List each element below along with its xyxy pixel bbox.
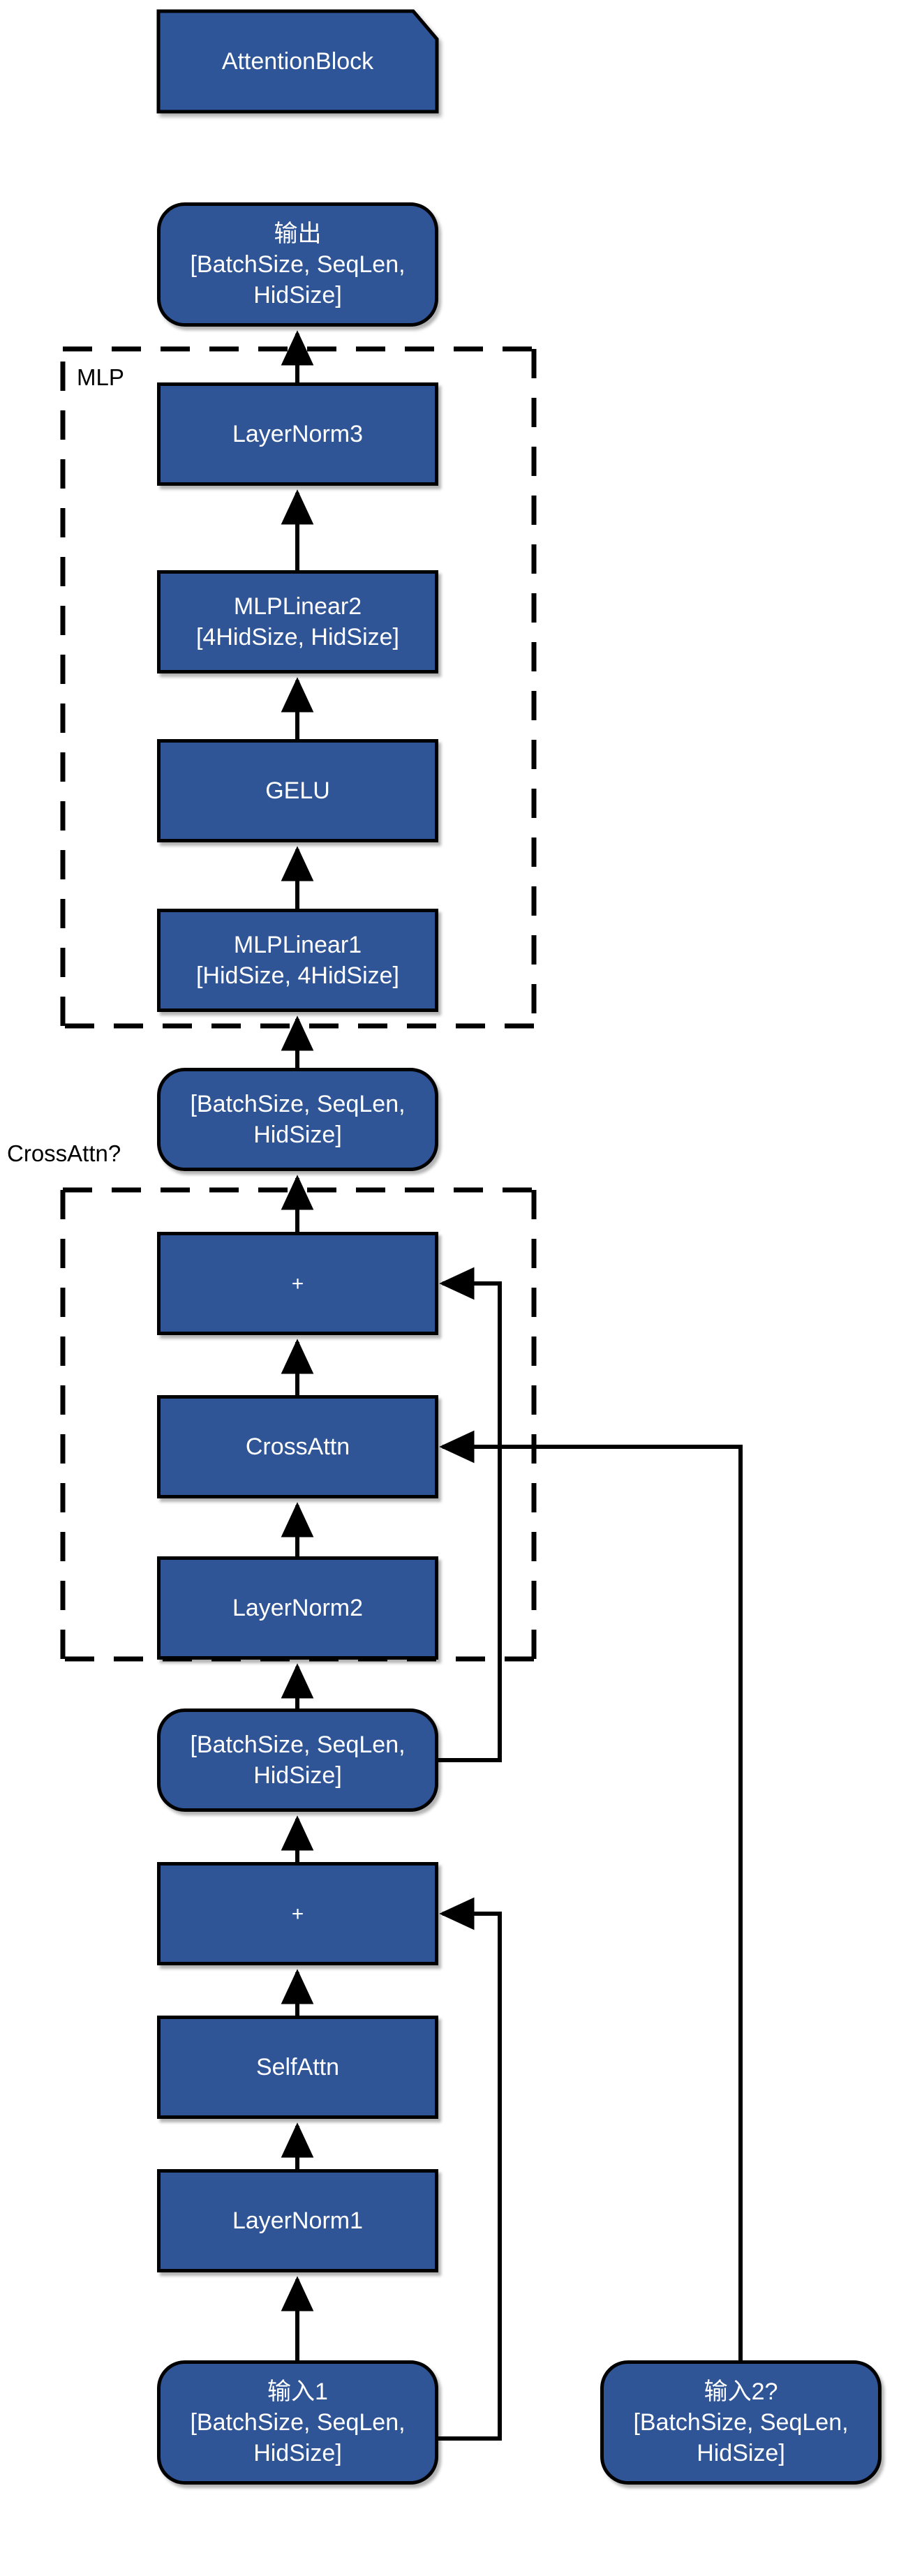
attention-block-shape (156, 9, 439, 114)
node-mid-shape-1[interactable]: [BatchSize, SeqLen, HidSize] (157, 1068, 438, 1171)
node-output-label: 输出 [BatchSize, SeqLen, HidSize] (190, 220, 406, 309)
node-add-self[interactable]: + (157, 1862, 438, 1965)
node-gelu-label: GELU (265, 777, 330, 804)
node-input2[interactable]: 输入2? [BatchSize, SeqLen, HidSize] (600, 2360, 882, 2485)
node-selfattn[interactable]: SelfAttn (157, 2016, 438, 2119)
node-input1[interactable]: 输入1 [BatchSize, SeqLen, HidSize] (157, 2360, 438, 2485)
csdn-watermark: CSDN @绝不原创的飞龙 (726, 2545, 922, 2566)
node-mid-shape-2-label: [BatchSize, SeqLen, HidSize] (190, 1731, 406, 1789)
node-mid-shape-1-label: [BatchSize, SeqLen, HidSize] (190, 1090, 406, 1148)
node-layernorm1-label: LayerNorm1 (232, 2207, 364, 2234)
node-mlplinear1[interactable]: MLPLinear1 [HidSize, 4HidSize] (157, 909, 438, 1012)
node-attention-block[interactable]: AttentionBlock (157, 10, 438, 113)
edge-input1-residual-to-addself (438, 1897, 502, 2441)
group-label-mlp: MLP (77, 364, 124, 390)
node-add-cross-label: + (291, 1272, 304, 1295)
node-attention-block-label: AttentionBlock (221, 47, 374, 75)
node-mlplinear1-label: MLPLinear1 [HidSize, 4HidSize] (195, 931, 399, 989)
node-mid-shape-2[interactable]: [BatchSize, SeqLen, HidSize] (157, 1708, 438, 1812)
node-layernorm3[interactable]: LayerNorm3 (157, 382, 438, 486)
node-output[interactable]: 输出 [BatchSize, SeqLen, HidSize] (157, 202, 438, 327)
node-input1-label: 输入1 [BatchSize, SeqLen, HidSize] (190, 2378, 406, 2467)
node-crossattn[interactable]: CrossAttn (157, 1395, 438, 1498)
edge-midshape2-residual-to-addcross (438, 1267, 502, 1762)
node-input2-label: 输入2? [BatchSize, SeqLen, HidSize] (633, 2378, 849, 2467)
node-add-cross[interactable]: + (157, 1232, 438, 1335)
node-layernorm3-label: LayerNorm3 (232, 420, 364, 447)
group-label-crossattn: CrossAttn? (7, 1140, 121, 1166)
node-layernorm1[interactable]: LayerNorm1 (157, 2169, 438, 2272)
node-mlplinear2[interactable]: MLPLinear2 [4HidSize, HidSize] (157, 570, 438, 673)
node-selfattn-label: SelfAttn (255, 2053, 340, 2080)
node-mlplinear2-label: MLPLinear2 [4HidSize, HidSize] (195, 593, 399, 650)
edge-input2-to-crossattn (439, 1430, 743, 2360)
node-layernorm2[interactable]: LayerNorm2 (157, 1556, 438, 1660)
node-crossattn-label: CrossAttn (245, 1433, 350, 1460)
node-gelu[interactable]: GELU (157, 739, 438, 842)
node-add-self-label: + (291, 1902, 304, 1926)
node-layernorm2-label: LayerNorm2 (232, 1594, 364, 1621)
